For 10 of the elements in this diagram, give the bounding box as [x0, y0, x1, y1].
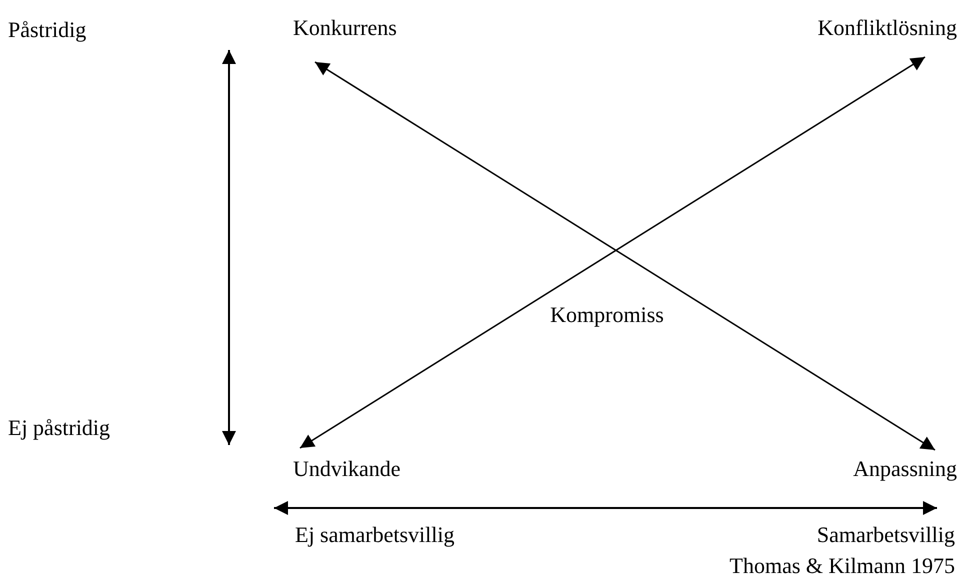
node-label: Konfliktlösning	[818, 15, 957, 41]
node-label: Konkurrens	[293, 15, 397, 41]
axis-label: Ej samarbetsvillig	[295, 522, 454, 548]
axis-label: Påstridig	[8, 17, 86, 43]
citation-note: Thomas & Kilmann 1975	[730, 553, 955, 579]
axis-label: Ej påstridig	[8, 415, 110, 441]
node-label: Undvikande	[293, 456, 401, 482]
axis-label: Samarbetsvillig	[816, 522, 955, 548]
node-label: Kompromiss	[550, 302, 664, 328]
node-label: Anpassning	[853, 456, 957, 482]
